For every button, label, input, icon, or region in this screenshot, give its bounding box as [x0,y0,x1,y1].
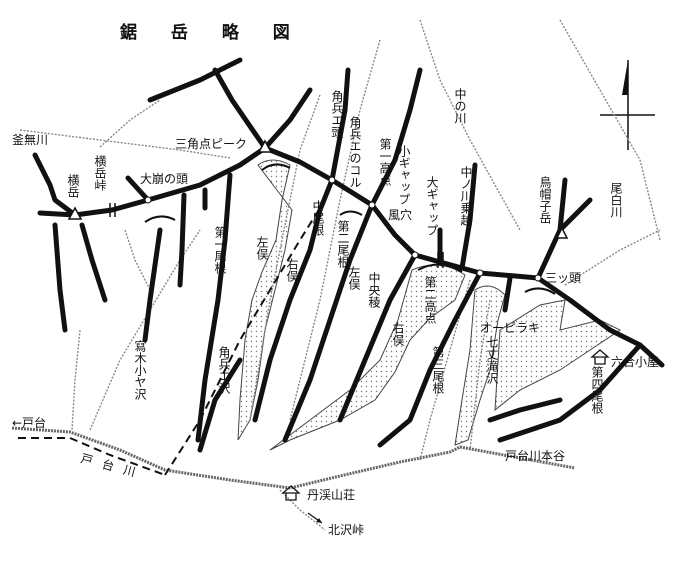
point-okuzure-icon [144,196,152,204]
ridges [32,57,665,453]
summit-yokodake-icon [67,206,83,220]
label-triangulation-peak: 三角点ピーク [175,137,247,151]
saddle-yokodake-pass-icon [109,203,116,217]
label-third-ridge: 第三尾根 [431,346,445,394]
label-okuzure-head: 大崩の頭 [140,172,188,186]
point-kakubee-col-icon [328,176,336,184]
label-naka-no-kawa: 中の川 [453,87,467,124]
map-title: 鋸 岳 略 図 [120,22,304,43]
label-fourth-ridge: 第四尾根 [590,366,604,414]
point-second-high-icon [411,251,419,259]
label-koya-valley: 寫木小ヤ沢 [133,339,147,401]
label-small-gap: 小ギャップ [397,145,411,205]
label-shichijo-falls-valley: 七丈滝沢 [485,336,499,385]
north-arrow-icon [600,60,655,150]
label-central-ridge: 中央稜 [367,271,381,309]
label-mitsu-gashira: 三ッ頭 [545,271,581,285]
label-nakanokawa-norikoshi: 中ノ川乗越 [459,165,473,227]
todai-river-line [11,426,576,490]
label-kakubee-head: 角兵エ頭 [330,90,344,139]
point-ridge-icon [476,269,484,277]
label-big-gap: 大ギャップ [425,176,439,236]
label-fuketsu: 風穴 [388,207,412,222]
saddle-big-gap-icon [437,252,444,268]
label-ohpiraki: オーピラキ [480,321,540,335]
hut-icon [281,485,301,501]
label-kamanashi-river: 釜無川 [12,132,48,147]
label-todai-arrow: ←戸台 [12,415,46,430]
point-first-high-icon [368,201,376,209]
summit-triangulation-icon [257,139,273,153]
label-yokodake-pass: 横岳峠 [93,155,107,191]
label-kitazawa-pass: 北沢峠 [328,522,364,537]
point-mitsu-icon [534,274,542,282]
label-yokodake: 横岳 [66,174,80,198]
label-left-fork-1: 左俣 [255,235,269,261]
label-first-ridge: 第一尾根 [213,226,227,274]
label-ojiro-river: 尾白川 [609,182,623,218]
label-second-ridge: 第二尾根 [336,220,350,268]
arrow-icon [307,512,323,524]
label-kakubee-col: 角兵エのコル [348,116,362,188]
label-middle-ridge: 中尾根 [311,199,325,236]
label-second-high-point: 第二高点 [423,276,437,324]
cliff-marks [144,163,556,295]
label-right-fork-2: 右俣 [391,321,405,347]
label-rokugo-hut: 六合小屋 [611,354,659,369]
label-tankei-lodge: 丹渓山荘 [307,488,355,502]
label-eboshi-dake: 鳥帽子岳 [538,175,552,224]
label-right-fork-1: 右俣 [285,257,299,283]
label-kakubee-valley: 角兵エ沢 [217,346,231,395]
summit-eboshi-icon [555,226,569,239]
label-first-high-point: 第一高点 [378,138,392,186]
hut-icon [590,349,610,365]
label-todai-main-valley: 戸台川本谷 [505,448,565,463]
label-left-fork-2: 左俣 [347,265,361,291]
